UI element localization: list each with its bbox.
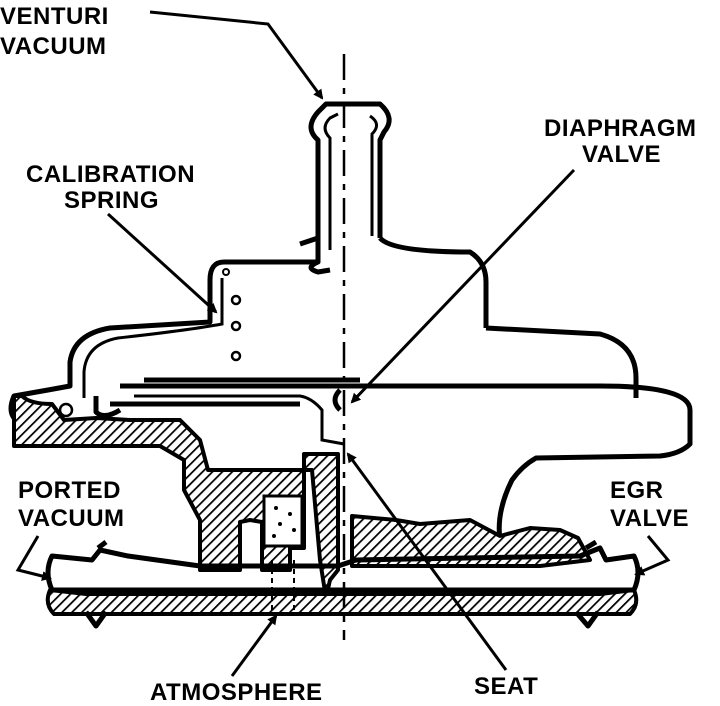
leader-lines — [15, 10, 671, 677]
label-venturi-vacuum: VENTURI VACUUM — [0, 3, 109, 60]
svg-text:VALVE: VALVE — [610, 505, 689, 532]
label-ported-vacuum: PORTED VACUUM — [18, 477, 125, 532]
svg-text:PORTED: PORTED — [18, 477, 121, 504]
label-seat: SEAT — [474, 673, 538, 700]
svg-text:SPRING: SPRING — [64, 187, 159, 214]
label-calibration-spring: CALIBRATION SPRING — [26, 161, 195, 214]
casting-right — [350, 514, 592, 568]
svg-text:EGR: EGR — [610, 477, 664, 504]
label-egr-valve: EGR VALVE — [610, 477, 689, 532]
diaphragm-assembly — [93, 377, 693, 541]
svg-text:CALIBRATION: CALIBRATION — [26, 161, 195, 188]
svg-text:DIAPHRAGM: DIAPHRAGM — [544, 115, 697, 142]
svg-text:VALVE: VALVE — [582, 141, 661, 168]
svg-text:VACUUM: VACUUM — [0, 33, 107, 60]
svg-text:VACUUM: VACUUM — [18, 505, 125, 532]
svg-text:VENTURI: VENTURI — [0, 3, 109, 30]
label-diaphragm-valve: DIAPHRAGM VALVE — [544, 115, 697, 168]
upper-housing — [8, 101, 639, 420]
label-atmosphere: ATMOSPHERE — [150, 679, 323, 706]
filter-element — [262, 494, 304, 548]
